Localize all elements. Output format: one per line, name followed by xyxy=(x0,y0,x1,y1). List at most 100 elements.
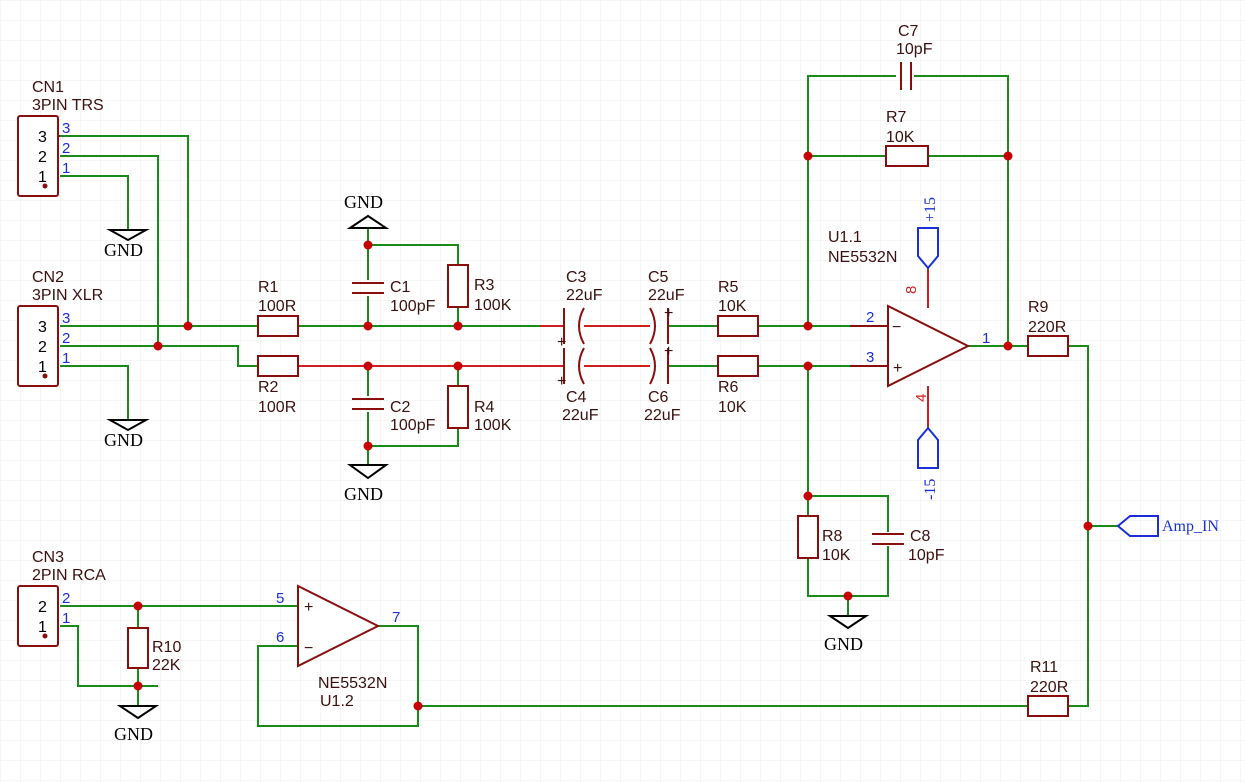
capacitor-c4: C4 22uF xyxy=(562,347,599,424)
resistor-r2: R2 100R xyxy=(257,355,299,416)
r3-value: 100K xyxy=(474,297,512,314)
connector-cn2: 3 2 1 3 2 1 CN2 3PIN XLR xyxy=(17,269,103,387)
gnd-symbol-cn1: GND xyxy=(104,229,150,260)
r6-value: 10K xyxy=(718,399,747,416)
c8-ref: C8 xyxy=(910,528,931,545)
r4-ref: R4 xyxy=(474,399,495,416)
cn2-pin-3: 3 xyxy=(38,319,47,336)
cn2-value: 3PIN XLR xyxy=(32,287,103,304)
c8-value: 10pF xyxy=(908,547,945,564)
resistor-r11: R11 220R xyxy=(1027,659,1069,717)
power-flag-vpos: +15 xyxy=(917,197,939,270)
u1-2-plus-sign: + xyxy=(304,599,313,616)
capacitor-c7: C7 10pF xyxy=(896,23,933,90)
gnd-label-cn1: GND xyxy=(104,240,143,260)
c4-value: 22uF xyxy=(562,407,599,424)
cn1-pin-2: 2 xyxy=(38,149,47,166)
u1-1-minus-sign: − xyxy=(892,319,901,336)
r4-value: 100K xyxy=(474,417,512,434)
cn3-pin-1: 1 xyxy=(38,619,47,636)
r10-value: 22K xyxy=(152,657,181,674)
resistor-r9: R9 220R xyxy=(1027,299,1069,357)
u1-1-pin-vpos: 8 xyxy=(903,286,920,294)
capacitor-c3: C3 22uF xyxy=(563,269,603,345)
r8-value: 10K xyxy=(822,547,851,564)
r8-ref: R8 xyxy=(822,528,843,545)
c3-value: 22uF xyxy=(566,287,603,304)
u1-1-plus-sign: + xyxy=(893,360,902,377)
c5-ref: C5 xyxy=(648,269,669,286)
vneg-label: -15 xyxy=(922,479,939,500)
c3-plus-mark: + xyxy=(557,334,566,351)
gnd-label-cn3: GND xyxy=(114,724,153,744)
r3-ref: R3 xyxy=(474,277,495,294)
u1-1-value: NE5532N xyxy=(828,249,897,266)
resistor-r1: R1 100R xyxy=(257,279,299,337)
cn3-pin-2: 2 xyxy=(38,599,47,616)
r1-value: 100R xyxy=(258,298,296,315)
cn3-ref: CN3 xyxy=(32,549,64,566)
vpos-label: +15 xyxy=(922,197,939,222)
u1-1-ref: U1.1 xyxy=(828,229,862,246)
r2-ref: R2 xyxy=(258,379,279,396)
cn2-pinnum-3: 3 xyxy=(62,310,70,327)
gnd-label-bottom: GND xyxy=(344,484,383,504)
resistor-r10: R10 22K xyxy=(127,627,181,674)
c7-value: 10pF xyxy=(896,41,933,58)
amp-in-label: Amp_IN xyxy=(1162,518,1219,535)
resistor-r3: R3 100K xyxy=(447,264,512,314)
u1-1-pin-vneg: 4 xyxy=(913,394,930,402)
r7-ref: R7 xyxy=(886,109,907,126)
cn2-pin-1: 1 xyxy=(38,359,47,376)
u1-2-minus-sign: − xyxy=(304,640,313,657)
opamp-u1-1: − + 2 3 1 8 4 U1.1 NE5532N xyxy=(828,229,990,402)
cn1-pinnum-2: 2 xyxy=(62,140,70,157)
cn1-pinnum-3: 3 xyxy=(62,120,70,137)
u1-1-pin-noninv: 3 xyxy=(866,349,874,366)
u1-1-pin-out: 1 xyxy=(982,330,990,347)
cn1-value: 3PIN TRS xyxy=(32,97,104,114)
c6-value: 22uF xyxy=(644,407,681,424)
r11-ref: R11 xyxy=(1030,659,1058,676)
resistor-r5: R5 10K xyxy=(717,279,759,337)
c5-plus-mark: + xyxy=(664,305,673,322)
resistor-r7: R7 10K xyxy=(885,109,929,167)
cn2-ref: CN2 xyxy=(32,269,64,286)
u1-2-pin-out: 7 xyxy=(392,609,400,626)
c1-ref: C1 xyxy=(390,279,411,296)
gnd-symbol-cn2: GND xyxy=(104,419,150,450)
c3-ref: C3 xyxy=(566,269,587,286)
r2-value: 100R xyxy=(258,399,296,416)
gnd-label-r8: GND xyxy=(824,634,863,654)
r10-ref: R10 xyxy=(152,639,181,656)
cn3-pinnum-1: 1 xyxy=(62,610,70,627)
cn2-pinnum-2: 2 xyxy=(62,330,70,347)
gnd-symbol-r8: GND xyxy=(824,615,870,654)
net-flag-amp-in: Amp_IN xyxy=(1116,515,1219,537)
capacitor-c8: C8 10pF xyxy=(872,528,945,564)
cn2-pin-2: 2 xyxy=(38,339,47,356)
gnd-label-cn2: GND xyxy=(104,430,143,450)
capacitor-c5: C5 22uF xyxy=(648,269,685,345)
c6-plus-mark: + xyxy=(664,343,673,360)
r9-value: 220R xyxy=(1028,319,1066,336)
cn1-pinnum-1: 1 xyxy=(62,160,70,177)
capacitor-c6: C6 22uF xyxy=(644,347,681,424)
polarity-marks: + + + + xyxy=(557,305,673,390)
c1-value: 100pF xyxy=(390,298,436,315)
capacitor-c1: C1 100pF xyxy=(352,279,436,315)
cn1-ref: CN1 xyxy=(32,79,64,96)
capacitor-c2: C2 100pF xyxy=(352,398,436,434)
gnd-symbol-top: GND xyxy=(344,192,390,229)
c7-ref: C7 xyxy=(898,23,919,40)
opamp-u1-2: + − 5 6 7 NE5532N U1.2 xyxy=(276,584,400,710)
r7-value: 10K xyxy=(886,129,915,146)
cn3-value: 2PIN RCA xyxy=(32,567,106,584)
c6-ref: C6 xyxy=(648,389,669,406)
resistor-r6: R6 10K xyxy=(717,355,759,416)
u1-2-pin-noninv: 5 xyxy=(276,590,284,607)
c5-value: 22uF xyxy=(648,287,685,304)
cn3-pinnum-2: 2 xyxy=(62,590,70,607)
r1-ref: R1 xyxy=(258,279,279,296)
